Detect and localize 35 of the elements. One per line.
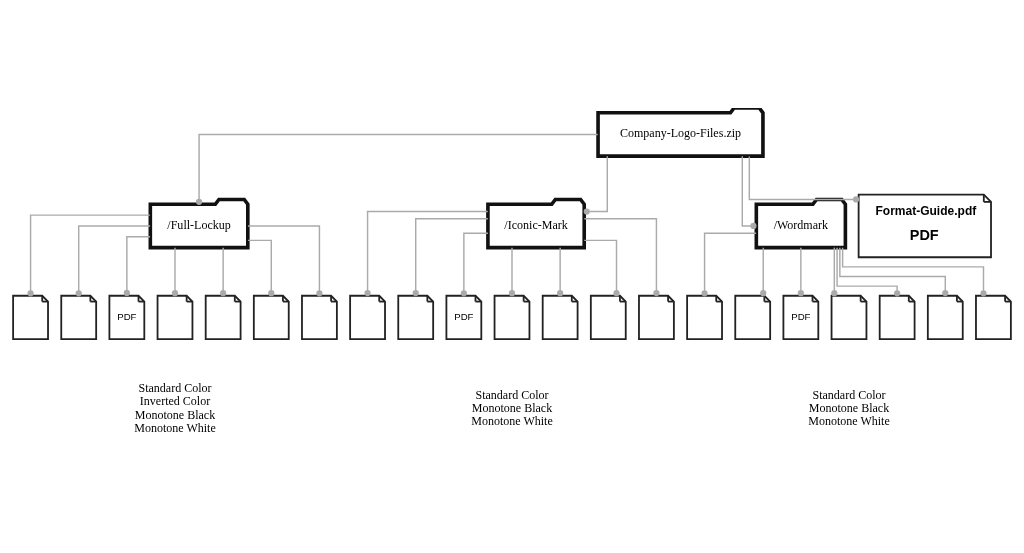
connector xyxy=(839,246,949,297)
connector xyxy=(27,214,151,297)
connector xyxy=(583,239,620,297)
node-label: Standard Color xyxy=(475,387,549,402)
connector xyxy=(364,210,489,297)
node-label: Inverted Color xyxy=(139,394,211,409)
connector xyxy=(748,155,860,203)
connector xyxy=(701,232,757,297)
node-label: Monotone White xyxy=(808,414,890,429)
node-label: Monotone Black xyxy=(808,400,890,415)
connector xyxy=(797,246,804,297)
connector xyxy=(760,246,767,297)
connector xyxy=(836,246,901,297)
node-label: Standard Color xyxy=(812,387,886,402)
connector xyxy=(220,246,227,297)
connector xyxy=(195,133,599,205)
connector xyxy=(741,155,757,230)
connector xyxy=(557,246,564,297)
node-label: Standard Color xyxy=(138,381,212,396)
connector xyxy=(412,218,489,297)
connector xyxy=(247,225,323,297)
connector xyxy=(460,232,489,297)
node-label: Monotone White xyxy=(134,420,216,435)
node-label: Monotone White xyxy=(471,414,553,429)
connector xyxy=(75,225,151,297)
connector xyxy=(841,247,987,297)
connector xyxy=(123,236,151,297)
connector xyxy=(583,155,608,215)
connector xyxy=(247,239,275,297)
node-label: Monotone Black xyxy=(471,400,553,415)
connector xyxy=(171,246,179,297)
connector xyxy=(831,246,838,297)
node-label: Monotone Black xyxy=(134,407,216,422)
connector xyxy=(583,218,660,297)
connector xyxy=(508,246,516,297)
